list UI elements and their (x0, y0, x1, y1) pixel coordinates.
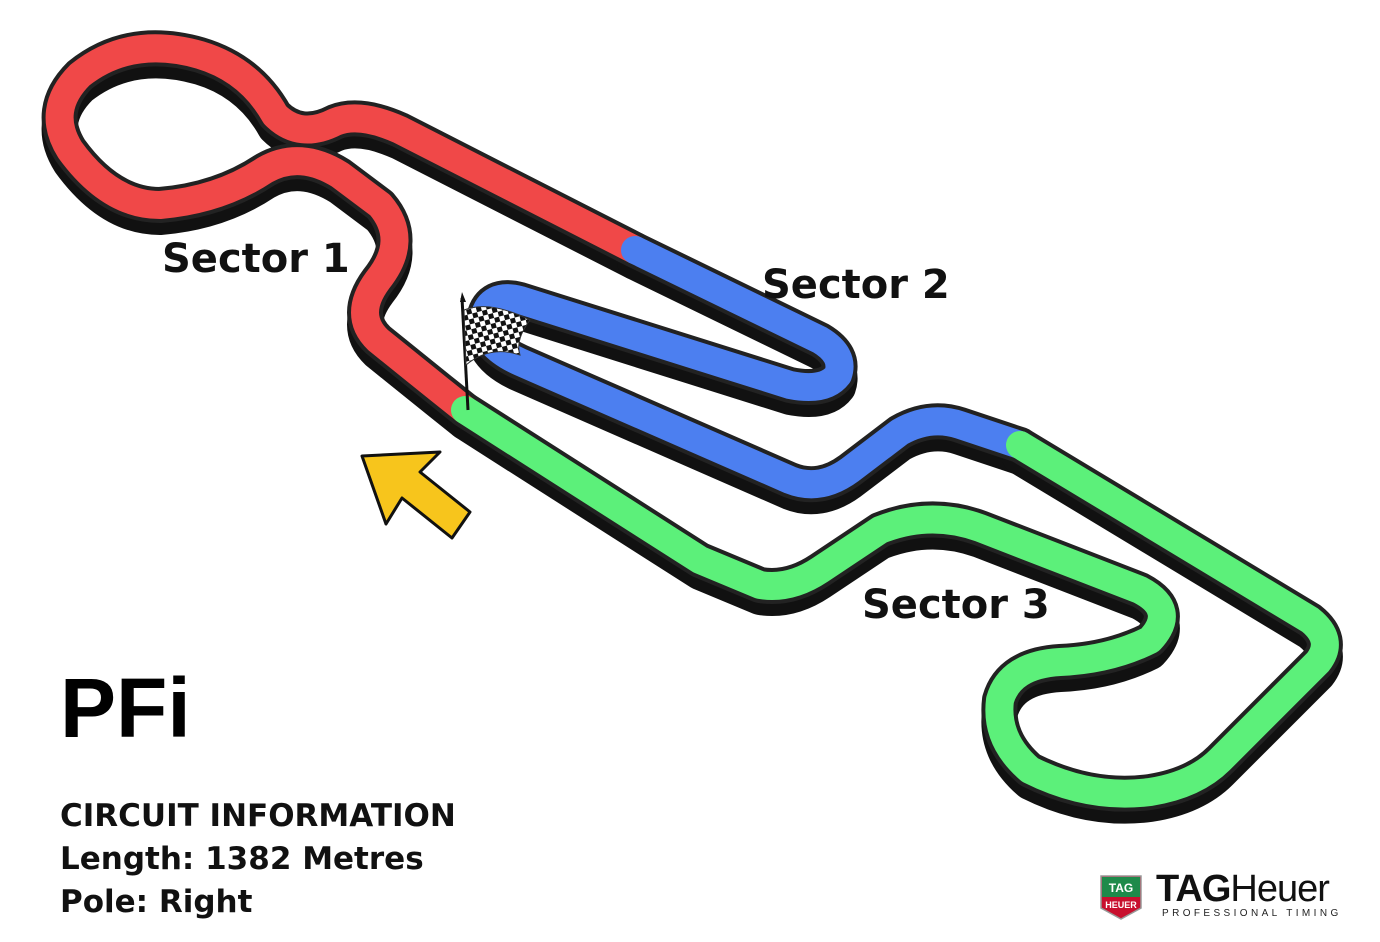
sector-2-label: Sector 2 (762, 262, 950, 308)
start-finish-flag-icon (460, 292, 531, 411)
sector-1-label: Sector 1 (162, 236, 350, 282)
circuit-length: Length: 1382 Metres (60, 841, 424, 877)
pole-position: Pole: Right (60, 884, 253, 920)
svg-text:TAG: TAG (1109, 881, 1133, 895)
tag-heuer-logo: TAG HEUER TAGHeuer PROFESSIONAL TIMING (1098, 868, 1368, 928)
circuit-info: CIRCUIT INFORMATION Length: 1382 Metres … (60, 795, 456, 924)
info-heading: CIRCUIT INFORMATION (60, 798, 456, 834)
brand-tagline: PROFESSIONAL TIMING (1162, 908, 1342, 919)
sector-3-label: Sector 3 (862, 582, 1050, 628)
circuit-name: PFi (60, 661, 191, 755)
tag-heuer-badge-icon: TAG HEUER (1100, 875, 1142, 920)
direction-arrow-icon (360, 450, 472, 540)
svg-text:HEUER: HEUER (1105, 900, 1137, 910)
sector-3-track (451, 396, 1339, 808)
brand-name: TAGHeuer (1156, 868, 1330, 910)
sector-1-track (45, 34, 649, 424)
